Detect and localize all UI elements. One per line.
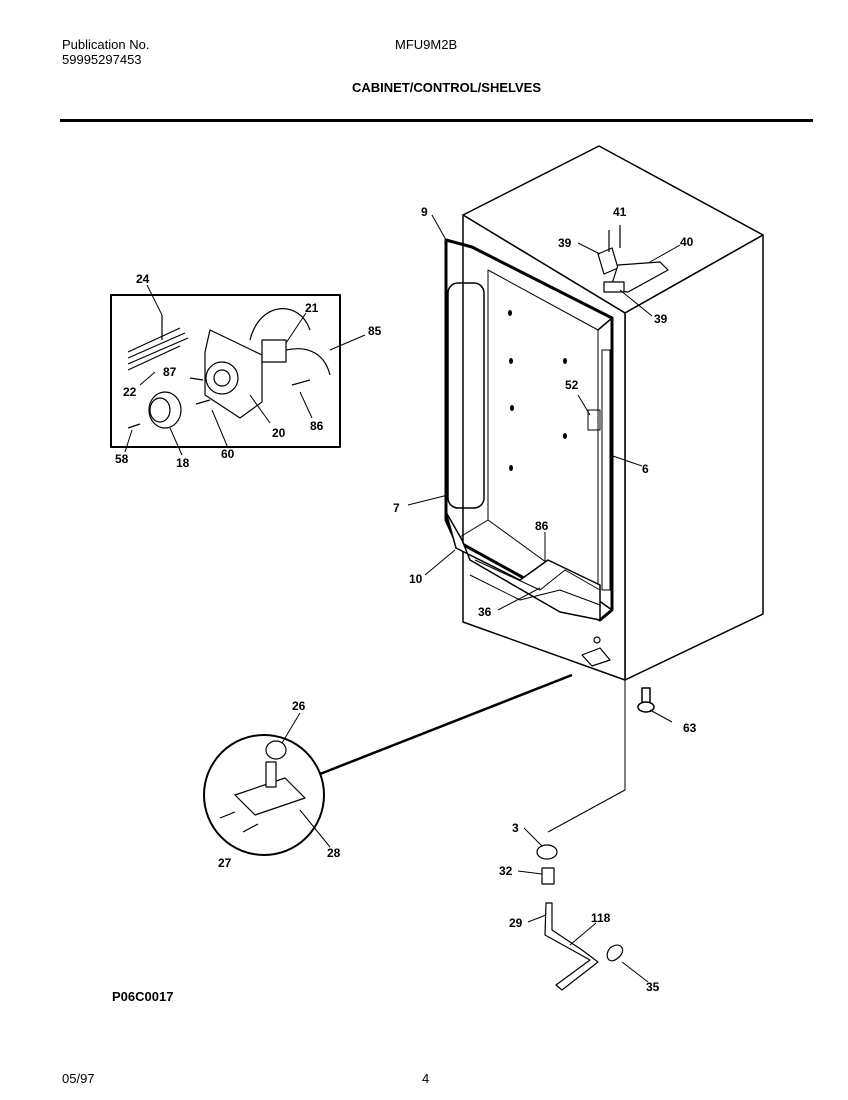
callout-24: 24 <box>136 272 150 286</box>
hinge-detail-circle <box>203 734 325 856</box>
section-title: CABINET/CONTROL/SHELVES <box>352 80 541 95</box>
cabinet-side <box>624 234 764 681</box>
publication-label: Publication No. <box>62 37 150 52</box>
callout-29: 29 <box>509 916 523 930</box>
callout-40: 40 <box>680 235 694 249</box>
callout-118: 118 <box>591 911 611 925</box>
control-inset-frame <box>110 294 341 448</box>
callout-18: 18 <box>176 456 190 470</box>
publication-number: 59995297453 <box>62 52 142 67</box>
drain-leader <box>547 680 626 833</box>
model-number: MFU9M2B <box>395 37 458 52</box>
hinge-detail-parts <box>219 740 306 833</box>
callout-58: 58 <box>115 452 129 466</box>
control-52 <box>587 409 601 431</box>
callout-86-cabinet: 86 <box>535 519 549 533</box>
callout-41: 41 <box>613 205 627 219</box>
callout-labels: 9 41 39 40 24 21 85 87 22 20 86 58 18 60… <box>115 205 697 994</box>
control-parts <box>127 308 331 429</box>
callout-63: 63 <box>683 721 697 735</box>
callout-22: 22 <box>123 385 137 399</box>
drain-parts <box>536 844 624 991</box>
figure-code: P06C0017 <box>112 989 174 1004</box>
callout-85: 85 <box>368 324 382 338</box>
callout-26: 26 <box>292 699 306 713</box>
callout-32: 32 <box>499 864 513 878</box>
callout-20: 20 <box>272 426 286 440</box>
callout-6: 6 <box>642 462 649 476</box>
callout-60: 60 <box>221 447 235 461</box>
breaker-10 <box>445 511 601 621</box>
footer-date: 05/97 <box>62 1071 95 1086</box>
callout-39-top: 39 <box>558 236 572 250</box>
trim-6 <box>601 349 611 591</box>
callout-3: 3 <box>512 821 519 835</box>
callout-87: 87 <box>163 365 177 379</box>
header-rule <box>60 119 813 122</box>
callout-21: 21 <box>305 301 319 315</box>
callout-9: 9 <box>421 205 428 219</box>
leveler-63 <box>637 687 655 713</box>
callout-36: 36 <box>478 605 492 619</box>
callout-10: 10 <box>409 572 423 586</box>
bottom-hinge-small <box>581 636 611 667</box>
grille-36 <box>469 574 601 606</box>
page-number: 4 <box>422 1071 430 1086</box>
door-gasket-9 <box>444 238 614 622</box>
detail-leader <box>319 673 573 776</box>
callout-27: 27 <box>218 856 232 870</box>
top-hinge <box>597 225 669 293</box>
callout-28: 28 <box>327 846 341 860</box>
door-strip-7 <box>447 282 485 509</box>
callout-39-right: 39 <box>654 312 668 326</box>
callout-52: 52 <box>565 378 579 392</box>
callout-35: 35 <box>646 980 660 994</box>
callout-86-inset: 86 <box>310 419 324 433</box>
callout-7: 7 <box>393 501 400 515</box>
